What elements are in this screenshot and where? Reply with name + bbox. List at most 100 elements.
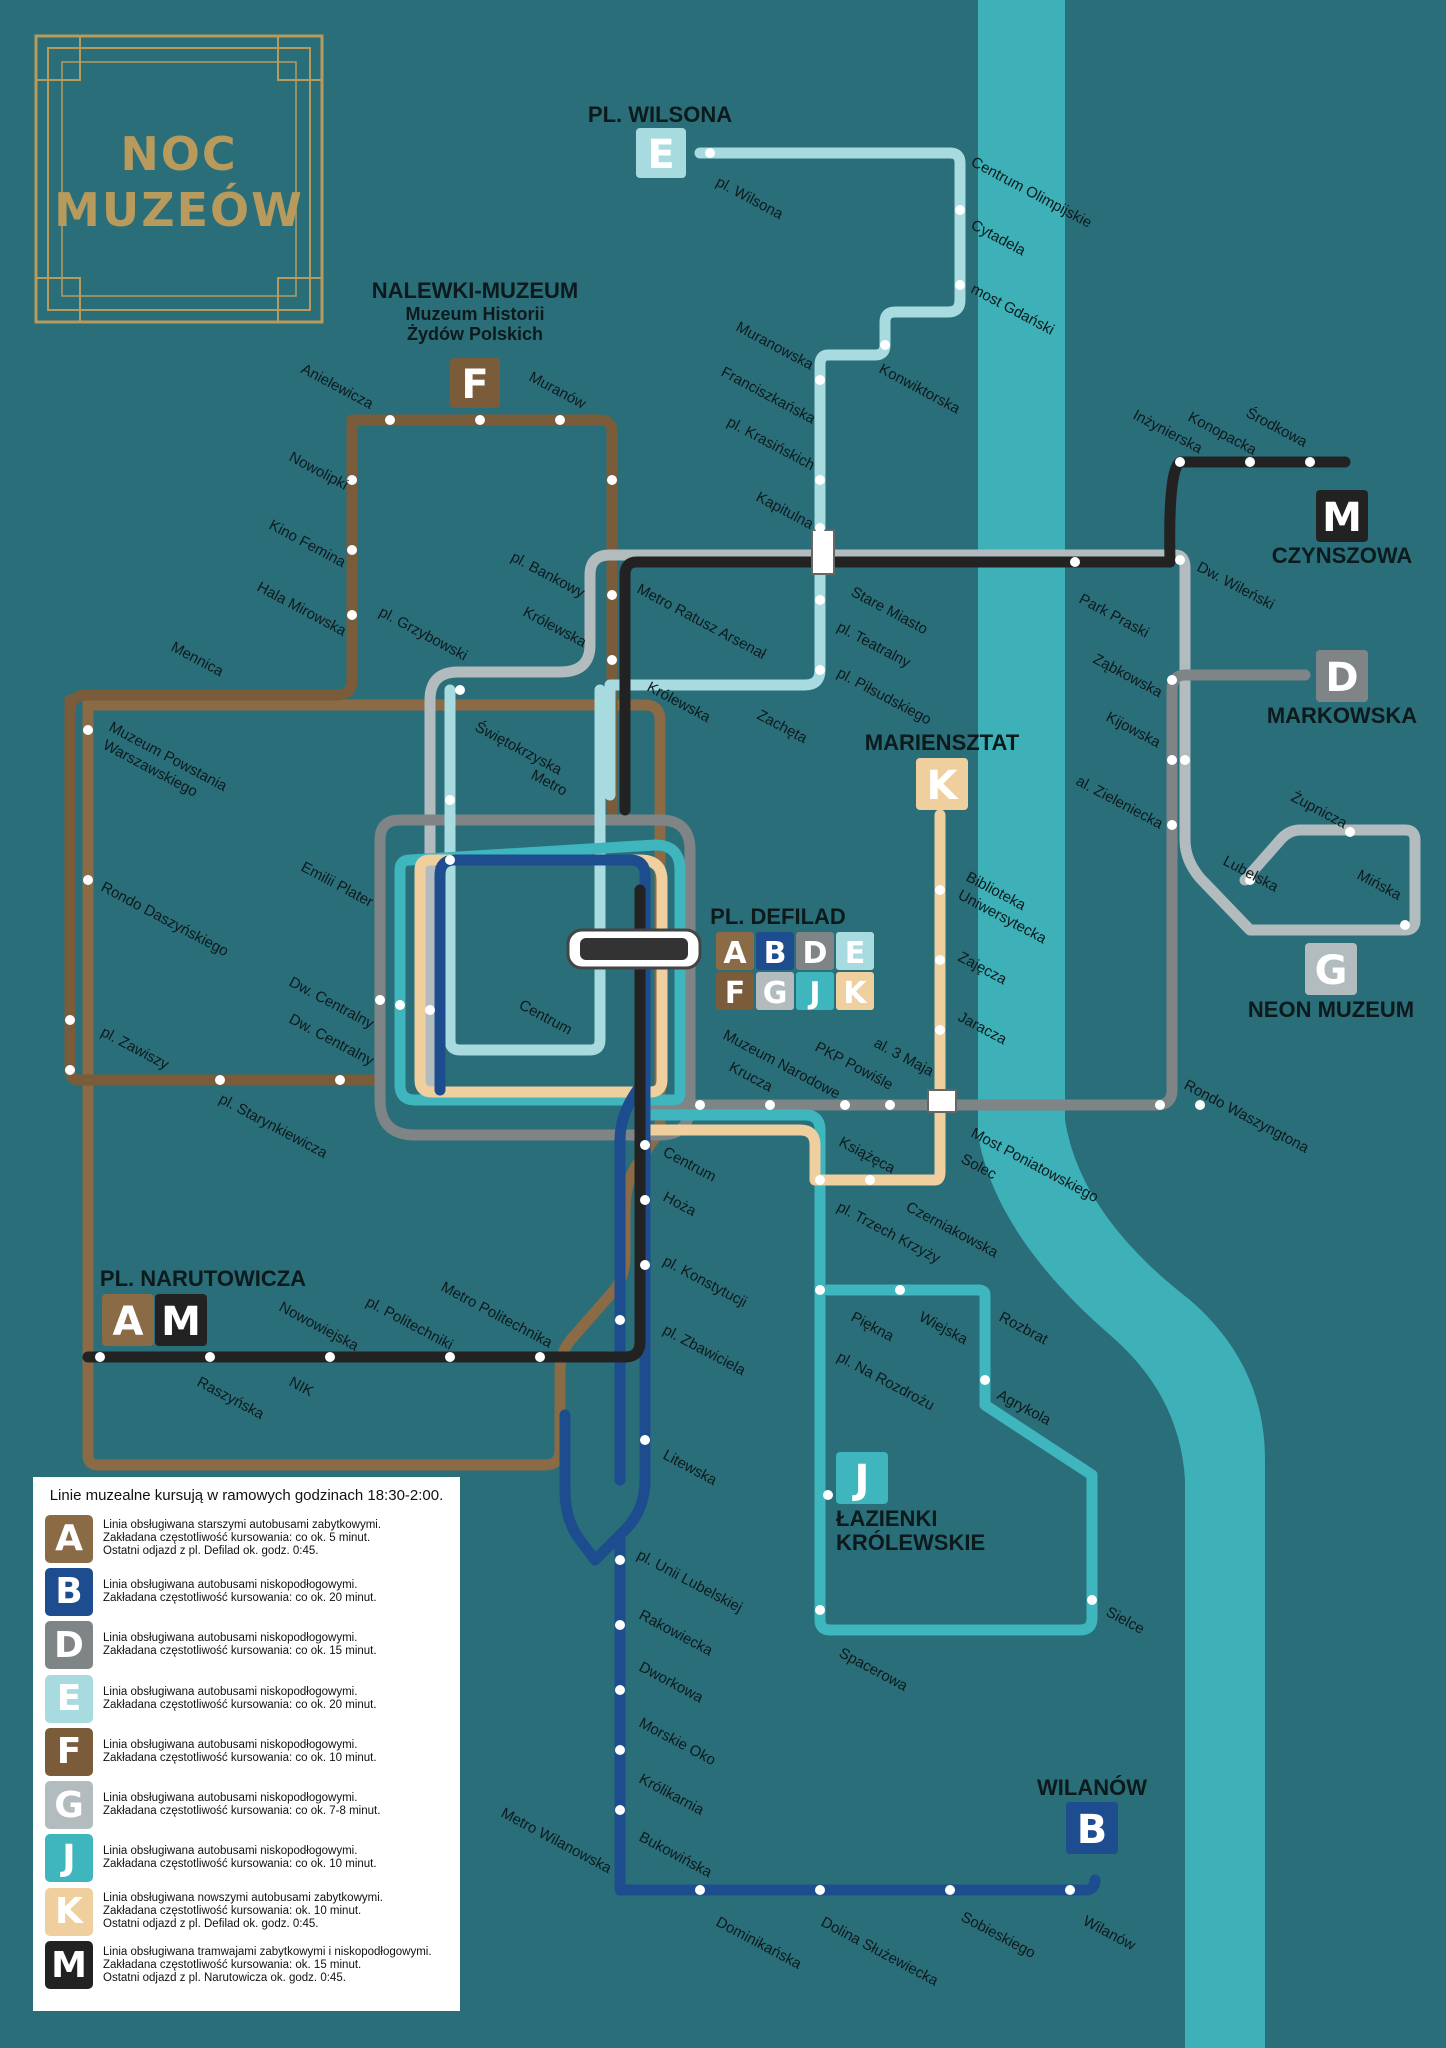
station-dot-76 bbox=[945, 1885, 955, 1895]
station-dot-3 bbox=[880, 340, 890, 350]
pd-badge-b: B bbox=[764, 936, 787, 971]
station-label-s79: Spacerowa bbox=[836, 1645, 911, 1696]
legend-chip-a: A bbox=[45, 1514, 93, 1563]
logo-line2: MUZEÓW bbox=[54, 183, 304, 237]
station-label-s05: Muranowska bbox=[733, 319, 817, 374]
station-dot-1 bbox=[955, 205, 965, 215]
station-label-s55: Rondo Waszyngtona bbox=[1181, 1077, 1312, 1157]
pd-badge-bg-k bbox=[836, 972, 874, 1010]
station-dot-40 bbox=[1345, 827, 1355, 837]
station-dot-4 bbox=[815, 375, 825, 385]
station-label-s34: pl. Starynkiewicza bbox=[216, 1091, 331, 1163]
station-label-s28: Świętokrzyska bbox=[472, 718, 566, 779]
station-label-s87: Sobieskiego bbox=[958, 1909, 1038, 1962]
station-label-s30: Rondo Daszyńskiego bbox=[98, 879, 231, 961]
route-m bbox=[82, 456, 1351, 1363]
station-dot-64 bbox=[823, 1490, 833, 1500]
station-label-s76: pl. Unii Lubelskiej bbox=[634, 1547, 745, 1617]
legend-chip-d: D bbox=[45, 1621, 93, 1670]
station-dot-19 bbox=[65, 1015, 75, 1025]
station-dot-15 bbox=[607, 475, 617, 485]
legend-desc-d: Linia obsługiwana autobusami niskopodłog… bbox=[103, 1632, 377, 1658]
station-label-s45: Lubelska bbox=[1220, 853, 1282, 897]
station-label-s33: pl. Zawiszy bbox=[98, 1024, 172, 1074]
legend-desc-b: Linia obsługiwana autobusami niskopodłog… bbox=[103, 1578, 377, 1604]
terminal-k-name: MARIENSZTAT bbox=[865, 730, 1020, 755]
pd-badge-g: G bbox=[763, 976, 788, 1011]
terminal-d-name: MARKOWSKA bbox=[1267, 703, 1417, 728]
pd-badge-d: D bbox=[803, 936, 828, 971]
terminal-am-name: PL. NARUTOWICZA bbox=[100, 1266, 306, 1291]
station-dot-34 bbox=[1070, 557, 1080, 567]
terminal-j-name1: ŁAZIENKI bbox=[836, 1506, 937, 1531]
station-dot-20 bbox=[83, 875, 93, 885]
station-dot-42 bbox=[935, 885, 945, 895]
legend-chip-f: F bbox=[45, 1727, 93, 1776]
route-a bbox=[82, 694, 666, 1471]
terminal-f-letter: F bbox=[461, 362, 488, 408]
logo-line1: NOC bbox=[120, 127, 237, 181]
station-dot-54 bbox=[640, 1195, 650, 1205]
route-b bbox=[434, 854, 1101, 1896]
legend-panel: Linie muzealne kursują w ramowych godzin… bbox=[33, 1477, 460, 2011]
station-dot-16 bbox=[607, 590, 617, 600]
station-dot-17 bbox=[607, 655, 617, 665]
station-label-s82: Królikarnia bbox=[636, 1771, 707, 1820]
station-label-s69: pl. Zbawiciela bbox=[660, 1322, 749, 1380]
station-label-s67: NIK bbox=[286, 1374, 316, 1401]
station-dot-39 bbox=[1245, 875, 1255, 885]
station-label-s15: pl. Bankowy bbox=[508, 549, 588, 602]
station-label-s75: Litewska bbox=[660, 1447, 720, 1490]
station-dot-25 bbox=[445, 795, 455, 805]
station-dot-43 bbox=[935, 955, 945, 965]
station-label-s13: Kino Femina bbox=[266, 517, 349, 572]
terminal-am-letter-m: M bbox=[161, 1299, 201, 1345]
station-label-s80: Dworkowa bbox=[636, 1659, 706, 1707]
station-dot-70 bbox=[615, 1620, 625, 1630]
station-dot-75 bbox=[815, 1885, 825, 1895]
station-dot-38 bbox=[1167, 820, 1177, 830]
pd-badge-bg-e bbox=[836, 932, 874, 970]
station-label-s65: pl. Politechniki bbox=[363, 1294, 456, 1354]
station-dot-12 bbox=[385, 415, 395, 425]
legend-header: Linie muzealne kursują w ramowych godzin… bbox=[49, 1487, 444, 1504]
station-dot-18 bbox=[65, 1065, 75, 1075]
terminal-b-letter: B bbox=[1077, 1807, 1108, 1853]
station-label-s64: Metro Politechnika bbox=[438, 1279, 556, 1352]
station-label-s73: pl. Na Rozdrożu bbox=[834, 1349, 937, 1415]
station-label-s11: Muranów bbox=[526, 369, 589, 413]
station-label-s77: Sielce bbox=[1103, 1604, 1147, 1638]
station-dot-31 bbox=[1245, 457, 1255, 467]
station-dot-68 bbox=[640, 1435, 650, 1445]
station-label-s35: Centrum bbox=[516, 997, 575, 1039]
station-label-s43: al. Zieleniecka bbox=[1073, 773, 1166, 833]
legend-desc-a: Linia obsługiwana starszymi autobusami z… bbox=[103, 1519, 382, 1558]
station-dot-9 bbox=[347, 475, 357, 485]
river-vistula bbox=[978, 0, 1265, 2048]
station-dot-36 bbox=[1167, 755, 1177, 765]
station-dot-7 bbox=[815, 595, 825, 605]
station-dot-57 bbox=[535, 1352, 545, 1362]
pd-badge-f: F bbox=[725, 976, 746, 1011]
pd-badge-bg-j bbox=[796, 972, 834, 1010]
station-dot-11 bbox=[347, 610, 357, 620]
terminal-e: PL. WILSONA E bbox=[588, 102, 732, 178]
legend-desc-k: Linia obsługiwana nowszymi autobusami za… bbox=[103, 1892, 383, 1931]
terminal-e-name: PL. WILSONA bbox=[588, 102, 732, 127]
station-dot-13 bbox=[475, 415, 485, 425]
legend-desc-g: Linia obsługiwana autobusami niskopodłog… bbox=[103, 1792, 381, 1818]
station-dot-10 bbox=[347, 545, 357, 555]
station-label-s70: Piękna bbox=[848, 1309, 897, 1346]
pd-badge-bg-a bbox=[716, 932, 754, 970]
route-j bbox=[394, 839, 1098, 1636]
station-dot-30 bbox=[1175, 457, 1185, 467]
legend-chip-e: E bbox=[45, 1674, 93, 1723]
station-label-s83: Bukowińska bbox=[636, 1829, 715, 1882]
pl-defilad-node bbox=[566, 928, 702, 970]
pd-badge-e: E bbox=[845, 936, 866, 971]
station-dot-66 bbox=[1087, 1595, 1097, 1605]
